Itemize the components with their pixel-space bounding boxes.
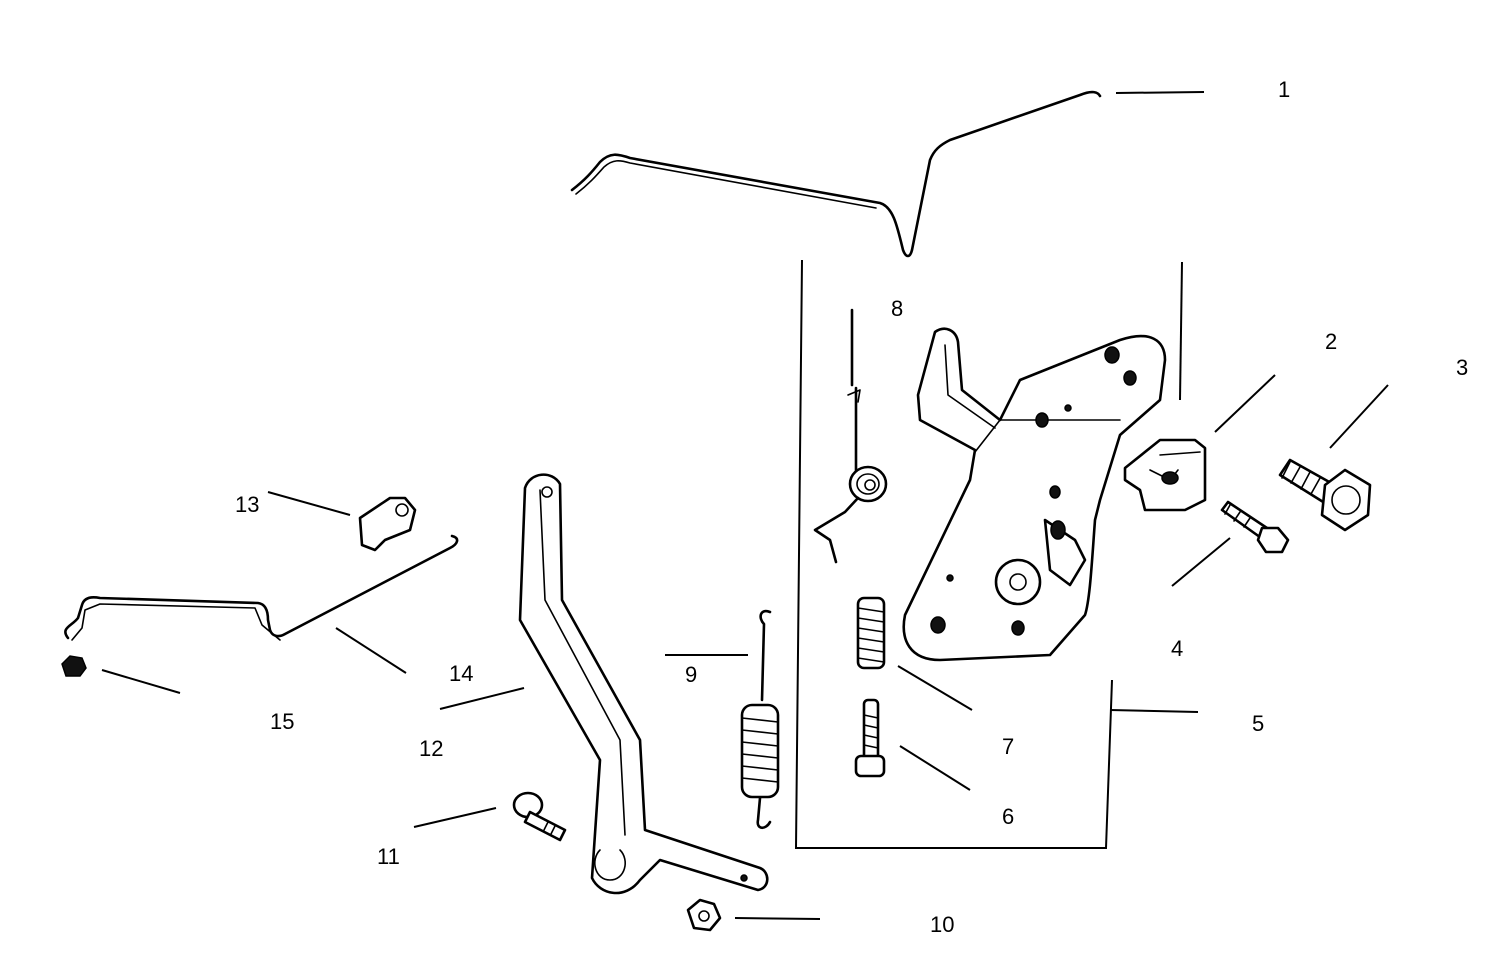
part-15-nut xyxy=(61,655,87,677)
part-5-control-bracket xyxy=(902,327,1167,662)
callout-7: 7 xyxy=(1002,734,1014,759)
part-10-nut xyxy=(686,898,722,932)
part-11-shoulder-bolt xyxy=(512,791,567,842)
part-2-clip xyxy=(1123,438,1207,512)
callout-4: 4 xyxy=(1171,636,1183,661)
callout-8: 8 xyxy=(891,296,903,321)
callout-3: 3 xyxy=(1456,355,1468,380)
callout-6: 6 xyxy=(1002,804,1014,829)
callout-5: 5 xyxy=(1252,711,1264,736)
part-13-rod-clip xyxy=(358,496,417,552)
part-4-screw xyxy=(1220,500,1290,554)
part-3-bolt xyxy=(1278,458,1372,532)
part-8-torsion-spring xyxy=(813,308,888,564)
part-12-control-lever xyxy=(518,473,769,895)
callout-12: 12 xyxy=(419,736,443,761)
callout-9: 9 xyxy=(685,662,697,687)
callout-14: 14 xyxy=(449,661,473,686)
callout-2: 2 xyxy=(1325,329,1337,354)
callout-10: 10 xyxy=(930,912,954,937)
leader-lines xyxy=(101,91,1389,920)
callout-15: 15 xyxy=(270,709,294,734)
assembly-group-outline xyxy=(794,259,1183,849)
callout-1: 1 xyxy=(1278,77,1290,102)
part-9-extension-spring xyxy=(740,609,780,830)
part-7-compression-spring xyxy=(856,596,886,670)
part-1-link-rod xyxy=(570,90,1102,258)
callout-11: 11 xyxy=(377,844,400,869)
callout-labels: 1 2 3 4 5 6 7 8 9 10 11 12 13 14 15 xyxy=(235,77,1468,937)
part-6-screw xyxy=(854,698,886,778)
part-14-rod xyxy=(64,534,459,641)
callout-13: 13 xyxy=(235,492,259,517)
